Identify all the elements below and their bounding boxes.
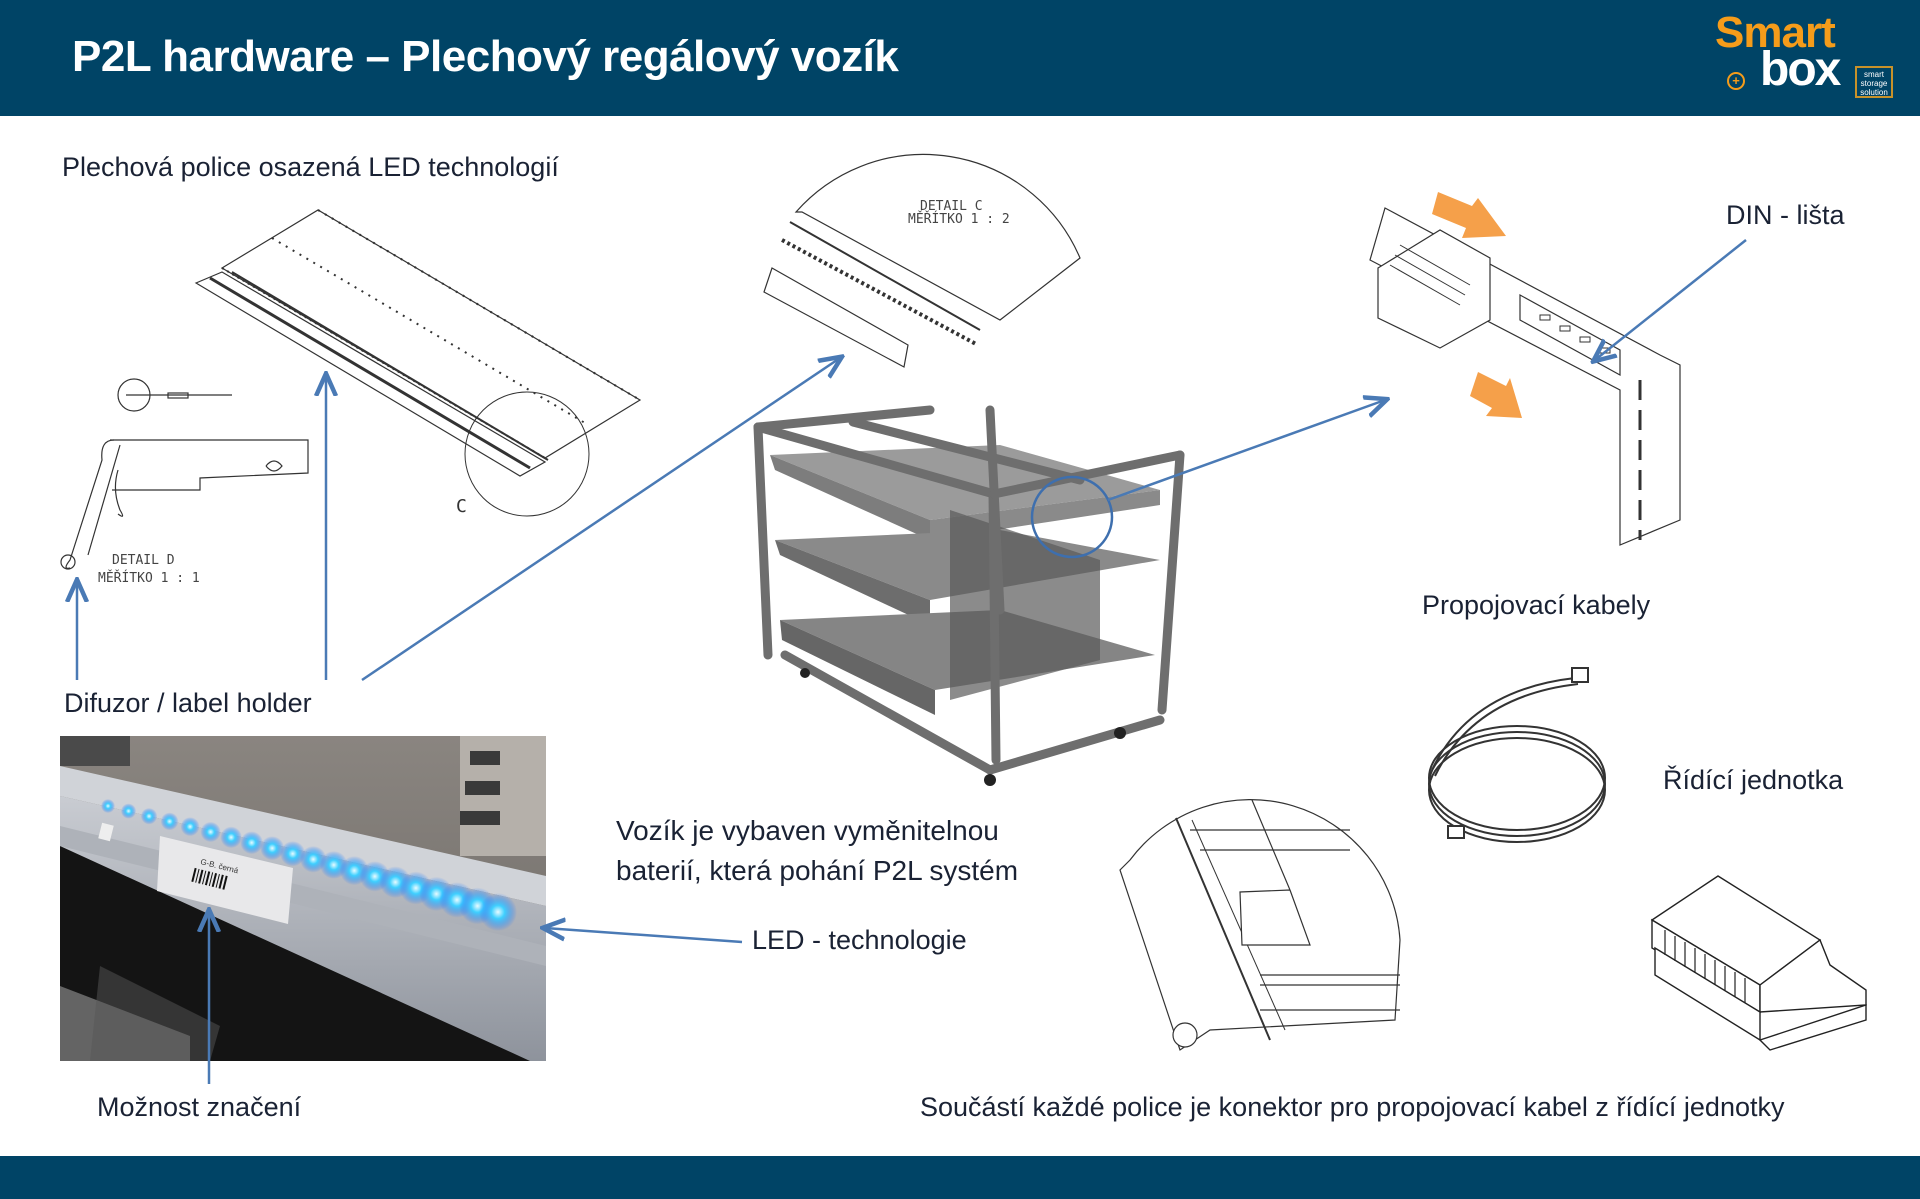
header-bar: P2L hardware – Plechový regálový vozík S… xyxy=(0,0,1920,116)
footer-bar xyxy=(0,1156,1920,1199)
din-rail-drawing xyxy=(1369,207,1681,546)
label-cart-battery: Vozík je vybaven vyměnitelnou baterií, k… xyxy=(616,811,1018,891)
led-dot xyxy=(260,836,285,861)
logo-word-smart: Smart xyxy=(1715,8,1836,57)
detail-c-drawing xyxy=(763,153,1081,368)
led-dot xyxy=(479,893,517,931)
smartbox-logo: Smart box + smart storage solution xyxy=(1715,8,1895,104)
logo-word-box: box xyxy=(1760,43,1841,96)
led-strip xyxy=(101,799,517,931)
cable-drawing xyxy=(1428,667,1606,843)
arrow-din-rail xyxy=(1595,239,1747,360)
detail-d-drawing xyxy=(60,378,309,570)
label-cables: Propojovací kabely xyxy=(1422,590,1651,620)
barcode-icon xyxy=(191,867,228,890)
detail-d-scale: MĚŘÍTKO 1 : 1 xyxy=(98,570,200,586)
label-labeling: Možnost značení xyxy=(97,1092,302,1122)
detail-c-marker: C xyxy=(456,496,467,517)
led-dot xyxy=(280,841,306,867)
led-dot xyxy=(240,831,264,855)
label-shelf-led: Plechová police osazená LED technologií xyxy=(62,152,559,182)
plus-circle-icon: + xyxy=(1727,72,1745,90)
label-control-unit: Řídící jednotka xyxy=(1663,765,1844,795)
led-dot xyxy=(160,812,179,831)
cart-rendering xyxy=(753,405,1185,786)
control-unit-drawing xyxy=(1650,875,1867,1051)
label-led-tech: LED - technologie xyxy=(752,925,967,955)
connector-detail-drawing xyxy=(1119,799,1401,1051)
led-dot xyxy=(140,807,158,825)
detail-c-scale: MĚŘÍTKO 1 : 2 xyxy=(908,211,1010,227)
logo-tagline: smart storage solution xyxy=(1855,66,1893,98)
label-cart-battery-line1: Vozík je vybaven vyměnitelnou xyxy=(616,815,999,846)
led-dot xyxy=(180,817,200,837)
led-shelf-photo: G-B. černá xyxy=(60,736,546,1061)
label-cart-battery-line2: baterií, která pohání P2L systém xyxy=(616,855,1019,886)
led-dot xyxy=(120,803,137,819)
arrow-detail-c xyxy=(361,358,840,682)
detail-d-title: DETAIL D xyxy=(112,553,175,568)
led-dot xyxy=(220,826,242,849)
shelf-drawing xyxy=(194,209,642,477)
cart-detail-circle xyxy=(1030,475,1114,559)
label-diffuser: Difuzor / label holder xyxy=(64,688,312,718)
arrow-led xyxy=(545,928,743,944)
led-dot xyxy=(200,821,221,843)
page-title: P2L hardware – Plechový regálový vozík xyxy=(72,32,899,81)
arrow-din-detail xyxy=(1107,400,1385,502)
led-dot xyxy=(101,799,115,813)
detail-c-circle xyxy=(464,391,590,517)
detail-c-title: DETAIL C xyxy=(920,199,983,214)
label-din-rail: DIN - lišta xyxy=(1726,200,1845,230)
callout-arrows xyxy=(77,239,1747,1084)
label-connector-note: Součástí každé police je konektor pro pr… xyxy=(920,1092,1785,1122)
